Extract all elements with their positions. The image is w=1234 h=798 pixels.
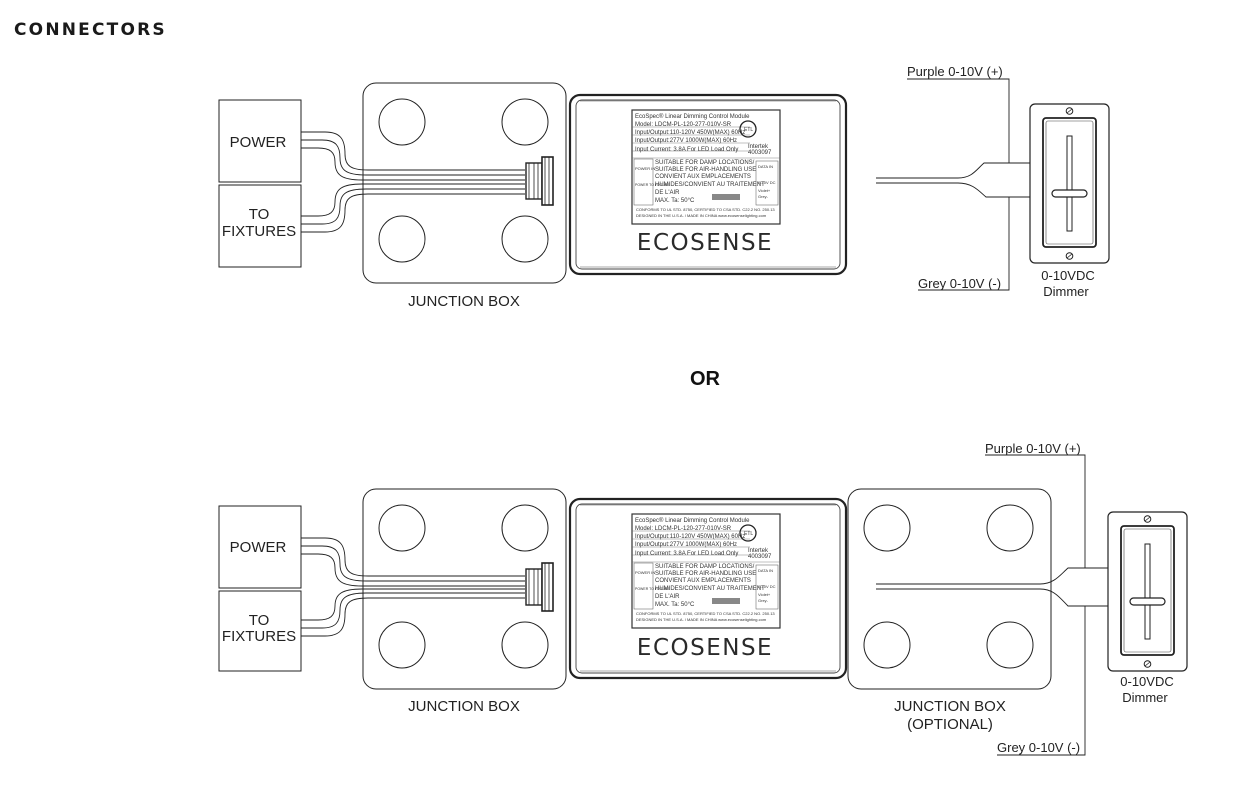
- svg-text:4003097: 4003097: [748, 554, 772, 560]
- svg-text:MAX. Ta: 50°C: MAX. Ta: 50°C: [655, 198, 695, 204]
- to-label: TO: [249, 206, 270, 223]
- svg-text:POWER IN: POWER IN: [635, 570, 655, 575]
- optional-label: (OPTIONAL): [907, 716, 993, 733]
- svg-text:0-10V DC: 0-10V DC: [758, 180, 776, 185]
- svg-text:ETL: ETL: [744, 127, 753, 133]
- svg-text:ETL: ETL: [744, 531, 753, 537]
- svg-text:Grey-: Grey-: [758, 194, 769, 199]
- svg-text:Input Current: 3.8A For LED: Input Current: 3.8A For LED Load Only: [635, 551, 738, 557]
- svg-text:Input Current: 3.8A For LED: Input Current: 3.8A For LED Load Only: [635, 147, 738, 153]
- svg-text:DESIGNED IN THE U.S.A. / MADE: DESIGNED IN THE U.S.A. / MADE IN CHINA w…: [636, 213, 767, 218]
- or-separator: OR: [690, 368, 720, 390]
- svg-text:POWER TO FIXTURE: POWER TO FIXTURE: [635, 587, 671, 591]
- dimmer-label-1: 0-10VDC: [1041, 268, 1094, 283]
- svg-text:Intertek: Intertek: [748, 144, 769, 150]
- fixtures-box: [218, 184, 302, 268]
- svg-text:Model: LDCM-PL-120-277-010V-SR: Model: LDCM-PL-120-277-010V-SR: [635, 526, 732, 532]
- svg-text:Input/Output:110-120V 450W(MAX: Input/Output:110-120V 450W(MAX) 60Hz: [635, 534, 745, 540]
- svg-text:CONFORMS TO UL STD. 8750, CERT: CONFORMS TO UL STD. 8750, CERTIFIED TO C…: [636, 611, 775, 616]
- svg-text:Violet+: Violet+: [758, 188, 771, 193]
- grey-wire-label-2: Grey 0-10V (-): [997, 740, 1080, 755]
- module-sticker-text-2: EcoSpec® Linear Dimming Control Module M…: [635, 517, 776, 622]
- to-label-2: TO: [249, 612, 270, 629]
- svg-text:POWER IN: POWER IN: [635, 166, 655, 171]
- svg-text:Grey-: Grey-: [758, 598, 769, 603]
- svg-text:HUMIDES/CONVIENT AU TRAITEMENT: HUMIDES/CONVIENT AU TRAITEMENT: [655, 586, 765, 592]
- brand-logo: ECOSENSE: [637, 230, 773, 256]
- power-box-2: [218, 505, 302, 589]
- junction-box-label-2: JUNCTION BOX: [408, 698, 520, 715]
- svg-text:EcoSpec® Linear Dimming Contro: EcoSpec® Linear Dimming Control Module: [635, 517, 750, 524]
- dimmer-switch-2: [1107, 511, 1188, 672]
- svg-text:Input/Output:110-120V 450W(MAX: Input/Output:110-120V 450W(MAX) 60Hz: [635, 130, 745, 136]
- svg-text:4003097: 4003097: [748, 150, 772, 156]
- svg-text:DATA IN: DATA IN: [758, 568, 773, 573]
- grey-wire-label: Grey 0-10V (-): [918, 276, 1001, 291]
- svg-text:Violet+: Violet+: [758, 592, 771, 597]
- dimmer-label-4: Dimmer: [1122, 690, 1168, 705]
- svg-text:SUITABLE FOR AIR-HANDLING USE: SUITABLE FOR AIR-HANDLING USE: [655, 571, 756, 577]
- module-sticker-text: EcoSpec® Linear Dimming Control Module M…: [635, 113, 776, 218]
- svg-text:Model: LDCM-PL-120-277-010V-SR: Model: LDCM-PL-120-277-010V-SR: [635, 122, 732, 128]
- svg-text:DE L'AIR: DE L'AIR: [655, 594, 680, 600]
- svg-text:Intertek: Intertek: [748, 548, 769, 554]
- svg-text:CONVIENT AUX EMPLACEMENTS: CONVIENT AUX EMPLACEMENTS: [655, 174, 751, 180]
- brand-logo-2: ECOSENSE: [637, 635, 773, 661]
- power-label: POWER: [230, 134, 287, 151]
- bottom-diagram: [218, 454, 1188, 756]
- svg-text:POWER TO FIXTURE: POWER TO FIXTURE: [635, 183, 671, 187]
- junction-box-optional-label: JUNCTION BOX: [894, 698, 1006, 715]
- purple-wire-label: Purple 0-10V (+): [907, 64, 1003, 79]
- svg-text:DATA IN: DATA IN: [758, 164, 773, 169]
- top-diagram: [218, 78, 1110, 291]
- svg-text:DE L'AIR: DE L'AIR: [655, 190, 680, 196]
- svg-text:HUMIDES/CONVIENT AU TRAITEMENT: HUMIDES/CONVIENT AU TRAITEMENT: [655, 182, 765, 188]
- page-title: CONNECTORS: [14, 20, 167, 40]
- dimmer-label-2: Dimmer: [1043, 284, 1089, 299]
- svg-text:DESIGNED IN THE U.S.A. / MADE: DESIGNED IN THE U.S.A. / MADE IN CHINA w…: [636, 617, 767, 622]
- svg-text:Input/Output:277V 1000W(MAX) 6: Input/Output:277V 1000W(MAX) 60Hz: [635, 542, 737, 548]
- power-label-2: POWER: [230, 539, 287, 556]
- fixtures-label: FIXTURES: [222, 223, 296, 240]
- svg-text:EcoSpec® Linear Dimming Contro: EcoSpec® Linear Dimming Control Module: [635, 113, 750, 120]
- power-box: [218, 99, 302, 183]
- dimmer-label-3: 0-10VDC: [1120, 674, 1173, 689]
- junction-box-label: JUNCTION BOX: [408, 293, 520, 310]
- svg-text:SUITABLE FOR AIR-HANDLING USE: SUITABLE FOR AIR-HANDLING USE: [655, 167, 756, 173]
- svg-text:SUITABLE FOR DAMP LOCATIONS/: SUITABLE FOR DAMP LOCATIONS/: [655, 160, 755, 166]
- svg-text:CONVIENT AUX EMPLACEMENTS: CONVIENT AUX EMPLACEMENTS: [655, 578, 751, 584]
- svg-text:Input/Output:277V 1000W(MAX) 6: Input/Output:277V 1000W(MAX) 60Hz: [635, 138, 737, 144]
- svg-text:0-10V DC: 0-10V DC: [758, 584, 776, 589]
- dimmer-switch: [1029, 103, 1110, 264]
- svg-text:MAX. Ta: 50°C: MAX. Ta: 50°C: [655, 602, 695, 608]
- purple-wire-label-2: Purple 0-10V (+): [985, 441, 1081, 456]
- fixtures-box-2: [218, 590, 302, 672]
- svg-text:CONFORMS TO UL STD. 8750, CERT: CONFORMS TO UL STD. 8750, CERTIFIED TO C…: [636, 207, 775, 212]
- svg-text:SUITABLE FOR DAMP LOCATIONS/: SUITABLE FOR DAMP LOCATIONS/: [655, 564, 755, 570]
- fixtures-label-2: FIXTURES: [222, 628, 296, 645]
